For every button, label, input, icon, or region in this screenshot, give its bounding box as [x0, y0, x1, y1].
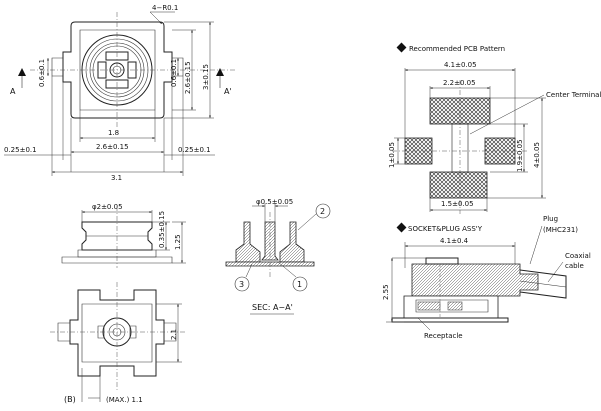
plug-label: Plug — [543, 215, 558, 223]
dim-side-035: 0.35±0.15 — [158, 211, 166, 248]
section-label: SEC: A−A' — [252, 303, 293, 312]
plug-model-label: (MHC231) — [543, 226, 578, 234]
side-view: φ2±0.05 0.35±0.15 1.25 — [61, 203, 186, 268]
dim-inner-1-8: 1.8 — [108, 129, 119, 137]
section-a-prime-label: A' — [224, 87, 232, 96]
dim-side-diameter: φ2±0.05 — [92, 203, 123, 211]
callout-2: 2 — [320, 207, 325, 216]
receptacle-label: Receptacle — [424, 332, 463, 340]
section-housing-left — [235, 221, 261, 263]
callout-3: 3 — [239, 280, 244, 289]
dim-lead-overhang-right: 0.25±0.1 — [178, 146, 211, 154]
dim-body-width: 2.6±0.15 — [96, 143, 129, 151]
dim-side-height: 1.25 — [174, 234, 182, 250]
dim-overall-width: 3.1 — [111, 174, 122, 182]
dim-pin-diameter: φ0.5±0.05 — [256, 198, 293, 206]
section-a-label: A — [10, 87, 16, 96]
dim-pcb-1-9: 1.9±0.05 — [516, 139, 524, 172]
cable-label: cable — [565, 262, 584, 270]
section-center-pin — [261, 221, 279, 261]
bottom-body-outline — [69, 289, 165, 377]
connector-body-outline — [62, 21, 173, 119]
dim-lead-width-right: 0.6±0.1 — [170, 59, 178, 87]
dim-inner-height: 2.6±0.15 — [184, 61, 192, 94]
plug-body — [411, 263, 539, 297]
dim-lead-overhang-left: 0.25±0.1 — [4, 146, 37, 154]
label-max-1-1: (MAX.) 1.1 — [106, 396, 143, 404]
center-terminal-label: Center Terminal — [546, 91, 601, 99]
dim-bottom-2-1: 2.1 — [170, 329, 178, 340]
section-housing-right — [279, 221, 305, 263]
dim-body-height: 3±0.15 — [202, 64, 210, 90]
assy-title: SOCKET&PLUG ASS'Y — [408, 225, 483, 233]
dim-assy-height: 2.55 — [382, 284, 390, 300]
corner-radius-label: 4−R0.1 — [152, 4, 178, 12]
pcb-pattern: Recommended PCB Pattern 4.1±0.05 2.2±0.0… — [388, 42, 601, 214]
dim-pcb-4: 4±0.05 — [533, 142, 541, 168]
section-view: φ0.5±0.05 2 3 1 SEC: A−A' — [225, 198, 331, 315]
pcb-pad-bottom — [429, 171, 488, 199]
socket-plug-assembly: SOCKET&PLUG ASS'Y Plug (MHC231) Coaxial … — [382, 215, 591, 340]
label-b: (B) — [64, 395, 76, 404]
callout-1: 1 — [297, 280, 302, 289]
dim-lead-width-left: 0.6±0.1 — [38, 59, 46, 87]
top-view: 4−R0.1 A A' 0.6±0.1 0.6±0.1 2.6±0.15 3±0… — [4, 4, 235, 182]
bottom-view: 2.1 (B) (MAX.) 1.1 — [50, 282, 186, 404]
dim-pcb-4-1: 4.1±0.05 — [444, 61, 477, 69]
dim-pcb-1-left: 1±0.05 — [388, 142, 396, 168]
dim-pcb-1-5: 1.5±0.05 — [441, 200, 474, 208]
coaxial-label: Coaxial — [565, 252, 591, 260]
dim-assy-4-1: 4.1±0.4 — [440, 237, 469, 245]
pcb-title: Recommended PCB Pattern — [409, 45, 505, 53]
dim-pcb-2-2: 2.2±0.05 — [443, 79, 476, 87]
